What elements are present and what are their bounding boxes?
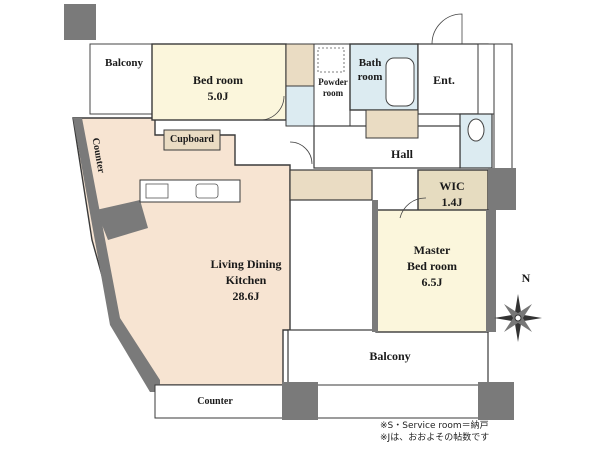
- wic-name: WIC: [439, 179, 465, 193]
- ldk-size: 28.6J: [232, 289, 260, 303]
- counter-bottom-label: Counter: [197, 396, 233, 407]
- plan-notes: ※S・Service room＝納戸 ※Jは、おおよその帖数です: [380, 420, 595, 444]
- hall-storage: [365, 109, 419, 139]
- powder-room-label: Powder room: [313, 77, 353, 99]
- sink-icon: [195, 183, 219, 199]
- closet-bedroom: [285, 43, 315, 87]
- powder-line1: Powder: [318, 77, 348, 87]
- balcony-top-area: [89, 43, 153, 115]
- bath-line2: room: [357, 71, 383, 83]
- shoe-cabinet: [477, 43, 495, 115]
- ldk-outer-wall: [73, 118, 160, 392]
- balcony-bottom-label: Balcony: [369, 349, 411, 363]
- wic-column: [488, 168, 516, 210]
- door-arc-bedroom: [259, 95, 285, 121]
- master-size: 6.5J: [421, 275, 443, 289]
- bedroom-floor: [151, 43, 287, 121]
- compass-rose-icon: [494, 294, 542, 342]
- entrance-floor: [417, 43, 489, 115]
- ldk-line2: Kitchen: [225, 273, 267, 287]
- ldk-line1: Living Dining: [210, 257, 282, 271]
- powder-line2: room: [322, 88, 344, 98]
- bedroom-name: Bed room: [192, 73, 244, 87]
- hall-label: Hall: [390, 147, 413, 161]
- ldk-label: Living Dining Kitchen 28.6J: [186, 256, 306, 304]
- note-line2: ※Jは、おおよその帖数です: [380, 433, 490, 443]
- bedroom-label: Bed room 5.0J: [168, 72, 268, 104]
- corner-column: [64, 4, 96, 40]
- entrance-label: Ent.: [433, 73, 455, 87]
- balcony-top-label: Balcony: [105, 57, 143, 69]
- right-wall-column: [486, 210, 496, 332]
- bath-room-label: Bath room: [352, 56, 388, 84]
- master-closet: [289, 169, 373, 201]
- ldk-wall-pillar: [96, 200, 148, 240]
- balcony-bottom-area: [287, 329, 489, 389]
- bottom-column-left: [282, 382, 318, 420]
- master-bedroom-label: Master Bed room 6.5J: [392, 242, 472, 290]
- wic-size: 1.4J: [441, 195, 463, 209]
- bottom-column-right: [478, 382, 514, 420]
- stove-icon: [145, 183, 169, 199]
- compass-north-label: N: [521, 271, 531, 285]
- master-line1: Master: [413, 243, 451, 257]
- wic-label: WIC 1.4J: [424, 178, 480, 210]
- cupboard-label: Cupboard: [170, 134, 214, 145]
- door-arc-hall: [289, 141, 313, 165]
- master-line2: Bed room: [406, 259, 458, 273]
- master-window-wall: [372, 200, 378, 332]
- bathtub-icon: [385, 57, 415, 107]
- door-arc-entrance: [431, 13, 463, 45]
- bedroom-size: 5.0J: [207, 89, 229, 103]
- bath-line1: Bath: [358, 57, 382, 69]
- washing-machine: [317, 47, 345, 73]
- cupboard-area: [163, 129, 221, 151]
- powder-floor: [285, 85, 319, 127]
- door-arc-master: [399, 197, 427, 219]
- toilet-icon: [467, 118, 485, 142]
- note-line1: ※S・Service room＝納戸: [380, 421, 489, 431]
